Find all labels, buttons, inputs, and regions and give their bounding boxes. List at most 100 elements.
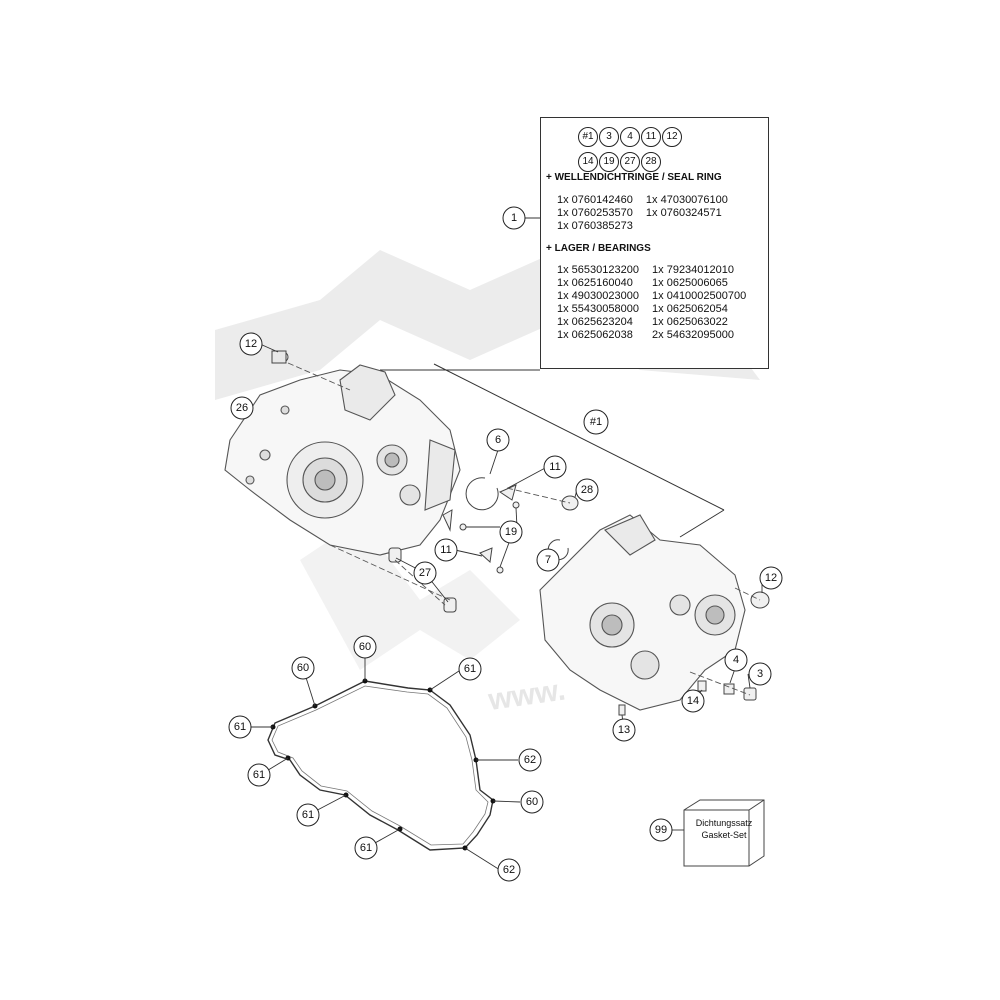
- part-number-row: 1x 0625062054: [652, 303, 728, 315]
- part-number-row: 1x 55430058000: [557, 303, 639, 315]
- part-number-row: 1x 0625160040: [557, 277, 633, 289]
- kit-item-badge: 27: [620, 152, 640, 172]
- bearings-title: + LAGER / BEARINGS: [546, 243, 651, 254]
- callout-12-right-label: 12: [765, 572, 777, 584]
- gasket-set-box-graphic: [683, 799, 765, 867]
- part-number-row: 1x 0760324571: [645, 207, 722, 219]
- callout-99: [649, 818, 673, 842]
- crankcase-left-half: [224, 364, 461, 556]
- watermark-text: www.: [485, 674, 567, 718]
- callout-11-bottom: [434, 538, 458, 562]
- watermark-logo: [215, 250, 760, 670]
- kit-item-badge: #1: [578, 127, 598, 147]
- callout-6: [486, 428, 510, 452]
- gasket-set-line-2: Gasket-Set: [701, 830, 747, 840]
- callout-14: [681, 689, 705, 713]
- seal-ring-title: + WELLENDICHTRINGE / SEAL RING: [546, 172, 722, 183]
- callout-7: [536, 548, 560, 572]
- kit-item-badge: 28: [641, 152, 661, 172]
- callout-12-left: [239, 332, 263, 356]
- callout-set-1-label: #1: [590, 416, 602, 428]
- callout-61-bottom-label: 61: [360, 842, 372, 854]
- part-number-row: 1x 0760385273: [557, 220, 633, 232]
- callout-11-top-label: 11: [549, 461, 560, 473]
- callout-60-left-label: 60: [297, 662, 309, 674]
- callout-60-right-label: 60: [526, 796, 538, 808]
- callout-12-left-label: 12: [245, 338, 257, 350]
- part-number-row: 1x 0760142460: [557, 194, 633, 206]
- callout-62-top: [518, 748, 542, 772]
- kit-item-badge: 14: [578, 152, 598, 172]
- callout-7-label: 7: [545, 554, 551, 566]
- part-number-row: 1x 0625006065: [652, 277, 728, 289]
- callout-26: [230, 396, 254, 420]
- callout-61-bottom: [354, 836, 378, 860]
- callout-61-top: [458, 657, 482, 681]
- callout-27: [413, 561, 437, 585]
- callout-13: [612, 718, 636, 742]
- part-number-row: 1x 0625063022: [652, 316, 728, 328]
- callout-61-left: [228, 715, 252, 739]
- callout-28: [575, 478, 599, 502]
- callout-61-lower-left-label: 61: [253, 769, 265, 781]
- part-number-row: 1x 0760253570: [557, 207, 633, 219]
- callout-61-lower-left: [247, 763, 271, 787]
- part-number-row: 2x 54632095000: [652, 329, 734, 341]
- callout-3: [748, 662, 772, 686]
- callout-62-bottom: [497, 858, 521, 882]
- kit-item-badge: 4: [620, 127, 640, 147]
- part-number-row: 1x 47030076100: [645, 194, 728, 206]
- callout-11-bottom-label: 11: [440, 544, 451, 556]
- callout-62-top-label: 62: [524, 754, 536, 766]
- part-number-row: 1x 0410002500700: [652, 290, 747, 302]
- part-number-row: 1x 56530123200: [557, 264, 639, 276]
- gasket-set-line-1: Dichtungssatz: [695, 818, 753, 828]
- callout-4-label: 4: [733, 654, 739, 666]
- callout-6-label: 6: [495, 434, 501, 446]
- part-number-row: 1x 79234012010: [652, 264, 734, 276]
- callout-60-left: [291, 656, 315, 680]
- legend-callout-label: 1: [511, 212, 517, 224]
- part-number-row: 1x 0625623204: [557, 316, 633, 328]
- callout-1: [502, 206, 526, 230]
- callout-11-top: [543, 455, 567, 479]
- part-number-row: 1x 0625062038: [557, 329, 633, 341]
- callout-61-top-label: 61: [464, 663, 476, 675]
- callout-60-top-label: 60: [359, 641, 371, 653]
- small-parts: [271, 350, 770, 716]
- crankcase-gasket: [267, 680, 494, 851]
- callout-4: [724, 648, 748, 672]
- callout-19: [499, 520, 523, 544]
- callout-61-mid-label: 61: [302, 809, 314, 821]
- callout-60-top: [353, 635, 377, 659]
- callout-61-left-label: 61: [234, 721, 246, 733]
- kit-item-badge: 3: [599, 127, 619, 147]
- callout-26-label: 26: [236, 402, 248, 414]
- kit-item-badge: 12: [662, 127, 682, 147]
- callout-61-mid: [296, 803, 320, 827]
- callout-28-label: 28: [581, 484, 593, 496]
- callout-60-right: [520, 790, 544, 814]
- callout-62-bottom-label: 62: [503, 864, 515, 876]
- kit-item-badge: 11: [641, 127, 661, 147]
- kit-item-badge: 19: [599, 152, 619, 172]
- callout-99-label: 99: [655, 824, 667, 836]
- callout-27-label: 27: [419, 567, 431, 579]
- callout-set-1: [583, 409, 609, 435]
- gasket-set-label: Dichtungssatz Gasket-Set: [684, 817, 764, 841]
- crankcase-right-half: [539, 514, 746, 711]
- callout-12-right: [759, 566, 783, 590]
- callouts: [228, 206, 783, 882]
